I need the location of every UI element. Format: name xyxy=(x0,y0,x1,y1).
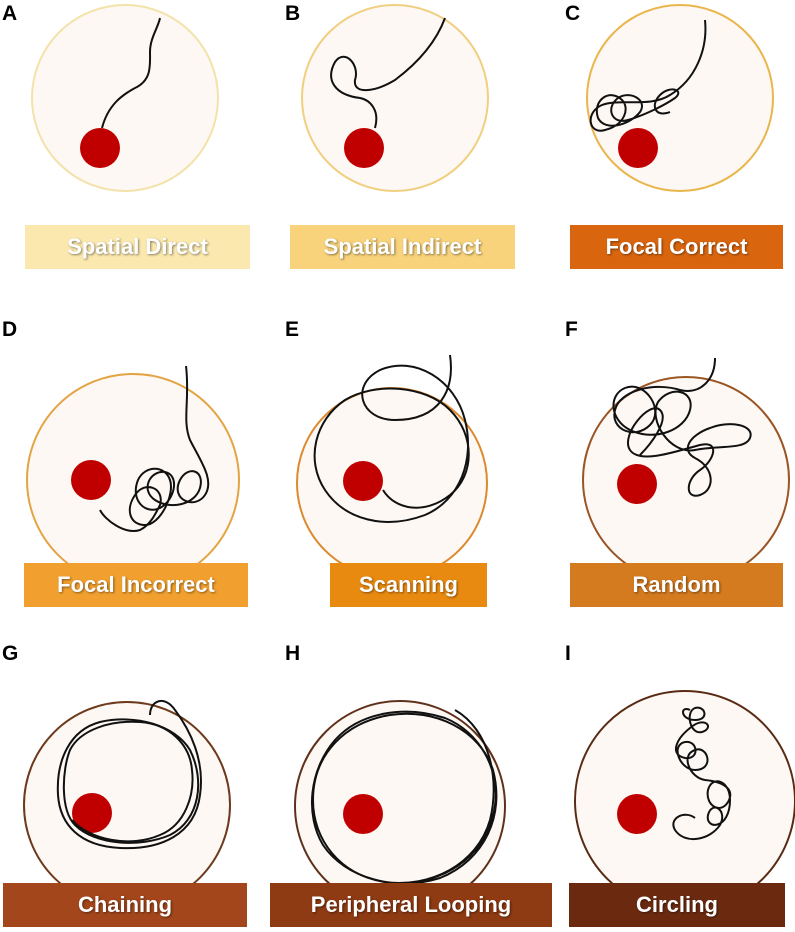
panel-letter: H xyxy=(285,642,301,665)
panel-random: F Random xyxy=(530,310,795,620)
pool-circle xyxy=(294,700,506,912)
platform-marker xyxy=(343,794,383,834)
platform-marker xyxy=(71,460,111,500)
panel-focal-correct: C Focal Correct xyxy=(530,0,795,310)
swim-path xyxy=(56,700,202,850)
swim-path xyxy=(672,706,732,840)
swim-path xyxy=(99,365,210,532)
arena-diagram xyxy=(294,700,506,912)
arena-diagram xyxy=(301,4,489,192)
strategy-label: Focal Correct xyxy=(570,225,783,269)
pool-circle xyxy=(574,690,795,912)
strategy-label: Random xyxy=(570,563,783,607)
swim-path xyxy=(313,354,470,523)
swim-path xyxy=(330,17,446,129)
panel-letter: I xyxy=(565,642,571,665)
panel-letter: F xyxy=(565,318,578,341)
panel-letter: B xyxy=(285,2,301,25)
platform-marker xyxy=(344,128,384,168)
panel-letter: D xyxy=(2,318,18,341)
swim-path xyxy=(589,19,707,132)
panel-scanning: E Scanning xyxy=(265,310,530,620)
pool-circle xyxy=(301,4,489,192)
arena-diagram xyxy=(26,365,240,587)
pool-circle xyxy=(31,4,219,192)
platform-marker xyxy=(72,793,112,833)
strategy-label: Scanning xyxy=(330,563,487,607)
platform-marker xyxy=(343,461,383,501)
panel-letter: C xyxy=(565,2,581,25)
platform-marker xyxy=(618,128,658,168)
swim-path xyxy=(311,709,498,885)
panel-letter: E xyxy=(285,318,300,341)
panel-circling: I Circling xyxy=(530,620,795,930)
platform-marker xyxy=(617,794,657,834)
arena-diagram xyxy=(31,4,219,192)
platform-marker xyxy=(80,128,120,168)
panel-letter: A xyxy=(2,2,18,25)
arena-diagram xyxy=(586,4,774,192)
swim-path xyxy=(612,357,752,497)
panel-spatial-direct: A Spatial Direct xyxy=(0,0,265,310)
strategy-label: Spatial Direct xyxy=(25,225,250,269)
panel-spatial-indirect: B Spatial Indirect xyxy=(265,0,530,310)
arena-diagram xyxy=(582,357,790,584)
strategy-label: Spatial Indirect xyxy=(290,225,515,269)
panel-peripheral-looping: H Peripheral Looping xyxy=(265,620,552,930)
swim-path xyxy=(101,17,161,129)
panel-letter: G xyxy=(2,642,19,665)
panel-chaining: G Chaining xyxy=(0,620,265,930)
strategy-label: Circling xyxy=(569,883,785,927)
panel-focal-incorrect: D Focal Incorrect xyxy=(0,310,265,620)
strategy-label: Peripheral Looping xyxy=(270,883,552,927)
strategy-label: Chaining xyxy=(3,883,247,927)
arena-diagram xyxy=(23,700,231,909)
strategy-label: Focal Incorrect xyxy=(24,563,248,607)
platform-marker xyxy=(617,464,657,504)
pool-circle xyxy=(23,701,231,909)
pool-circle xyxy=(586,4,774,192)
arena-diagram xyxy=(574,690,795,912)
arena-diagram xyxy=(296,354,488,579)
